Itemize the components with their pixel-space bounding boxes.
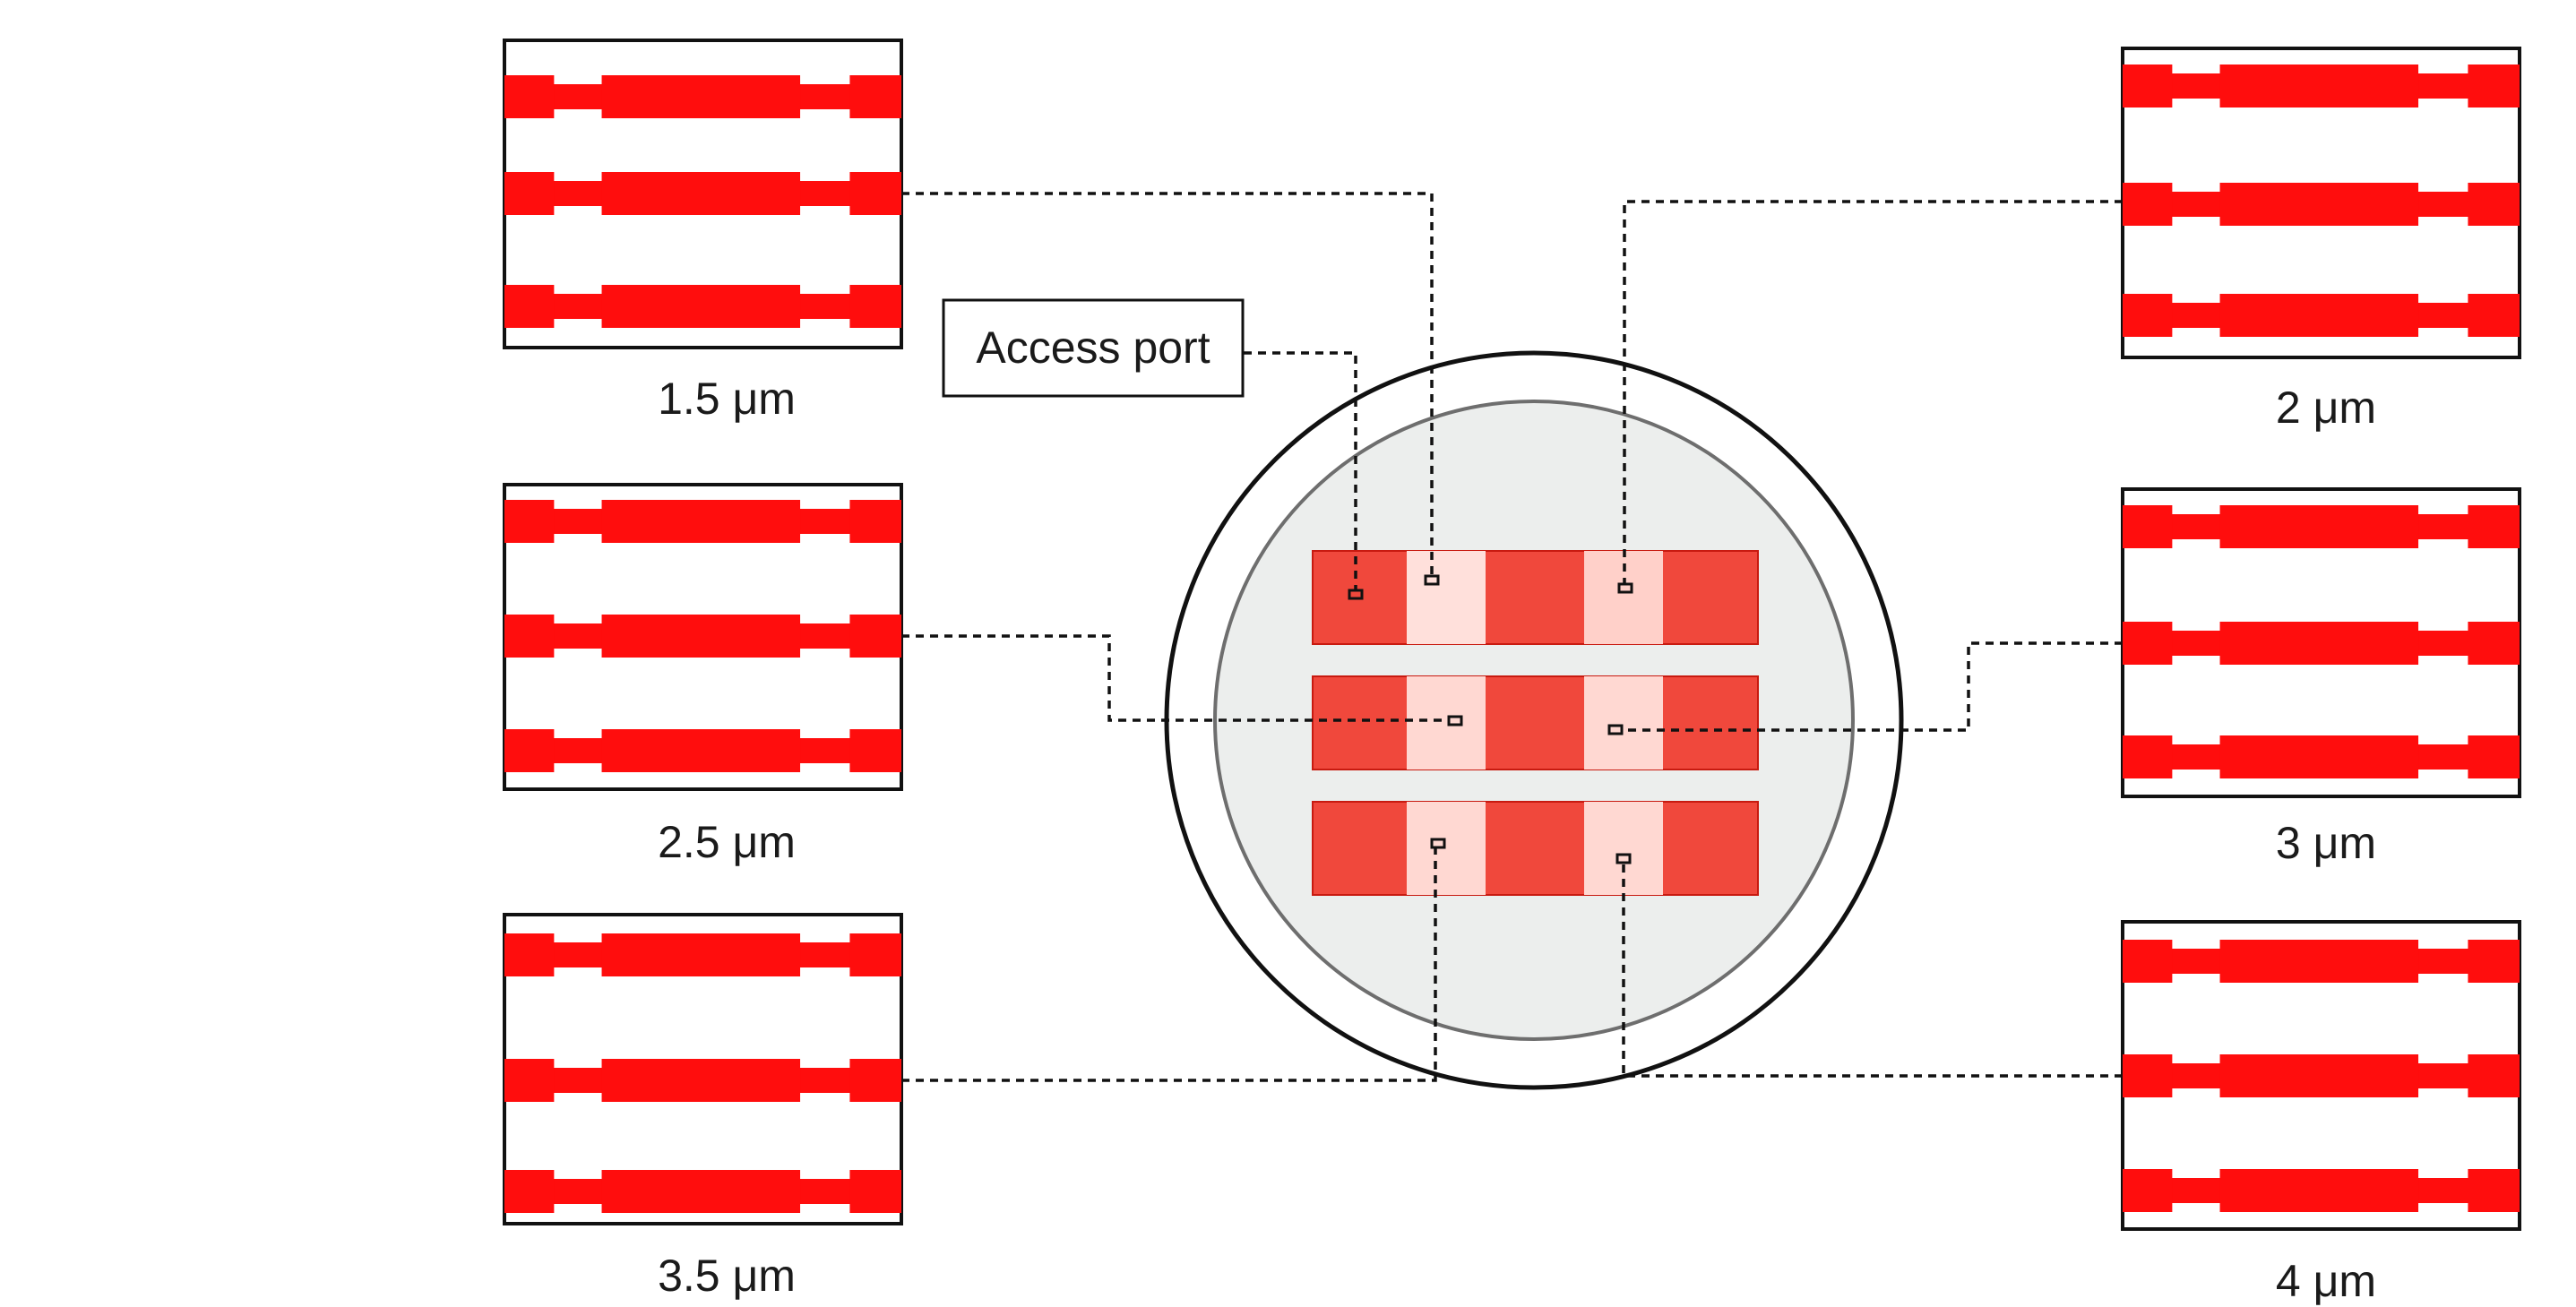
panel-label: 1.5 μm bbox=[658, 374, 796, 424]
channel-1 bbox=[504, 933, 901, 976]
panel-3-5um: 3.5 μm bbox=[503, 913, 903, 1301]
panel-4um: 4 μm bbox=[2121, 920, 2521, 1306]
panel-label: 2.5 μm bbox=[658, 817, 796, 867]
channel-3 bbox=[2123, 735, 2520, 778]
channel-panels: 1.5 μm 2.5 μm 3.5 μm 2 μm 3 μm 4 μm bbox=[503, 39, 2521, 1306]
panel-label: 3.5 μm bbox=[658, 1251, 796, 1301]
channel-2 bbox=[2123, 1054, 2520, 1097]
channel-1 bbox=[504, 500, 901, 543]
access-port-label: Access port bbox=[976, 322, 1210, 373]
channel-1 bbox=[2123, 505, 2520, 548]
channel-3 bbox=[504, 729, 901, 772]
panel-1-5um: 1.5 μm bbox=[503, 39, 903, 424]
port-marker-4um bbox=[1615, 853, 1632, 864]
panel-channels bbox=[2123, 505, 2520, 778]
channel-1 bbox=[2123, 940, 2520, 983]
panel-channels bbox=[504, 933, 901, 1213]
panel-3um: 3 μm bbox=[2121, 487, 2521, 868]
panel-channels bbox=[2123, 64, 2520, 337]
panel-2-5um: 2.5 μm bbox=[503, 483, 903, 867]
chip-strip-bottom bbox=[1312, 801, 1759, 896]
access-port-callout: Access port bbox=[942, 298, 1245, 398]
channel-1 bbox=[504, 75, 901, 118]
panel-label: 3 μm bbox=[2276, 818, 2376, 868]
panel-channels bbox=[2123, 940, 2520, 1212]
leader-2-5um bbox=[901, 634, 1449, 722]
channel-2 bbox=[2123, 622, 2520, 665]
channel-2 bbox=[504, 615, 901, 658]
port-marker-1-5um bbox=[1424, 574, 1440, 586]
channel-1 bbox=[2123, 64, 2520, 107]
panel-label: 2 μm bbox=[2276, 383, 2376, 433]
access-port-box bbox=[942, 298, 1245, 398]
channel-3 bbox=[2123, 294, 2520, 337]
panel-channels bbox=[504, 500, 901, 772]
channel-2 bbox=[2123, 183, 2520, 226]
channel-2 bbox=[504, 1059, 901, 1102]
port-marker-3-5um bbox=[1430, 838, 1446, 849]
chip-strip-top bbox=[1312, 550, 1759, 645]
channel-3 bbox=[504, 1170, 901, 1213]
leader-2um bbox=[1623, 200, 2123, 584]
panel-2um: 2 μm bbox=[2121, 47, 2521, 433]
chip-strips bbox=[1312, 550, 1759, 896]
port-marker-3um bbox=[1607, 724, 1624, 735]
leader-3um bbox=[1622, 641, 2123, 732]
panel-channels bbox=[504, 75, 901, 328]
leader-lines bbox=[901, 192, 2123, 1082]
chip-strip-middle bbox=[1312, 675, 1759, 770]
leader-3-5um bbox=[901, 847, 1437, 1082]
channel-3 bbox=[2123, 1169, 2520, 1212]
leader-1-5um bbox=[901, 192, 1434, 576]
panel-label: 4 μm bbox=[2276, 1256, 2376, 1306]
channel-2 bbox=[504, 172, 901, 215]
channel-3 bbox=[504, 285, 901, 328]
